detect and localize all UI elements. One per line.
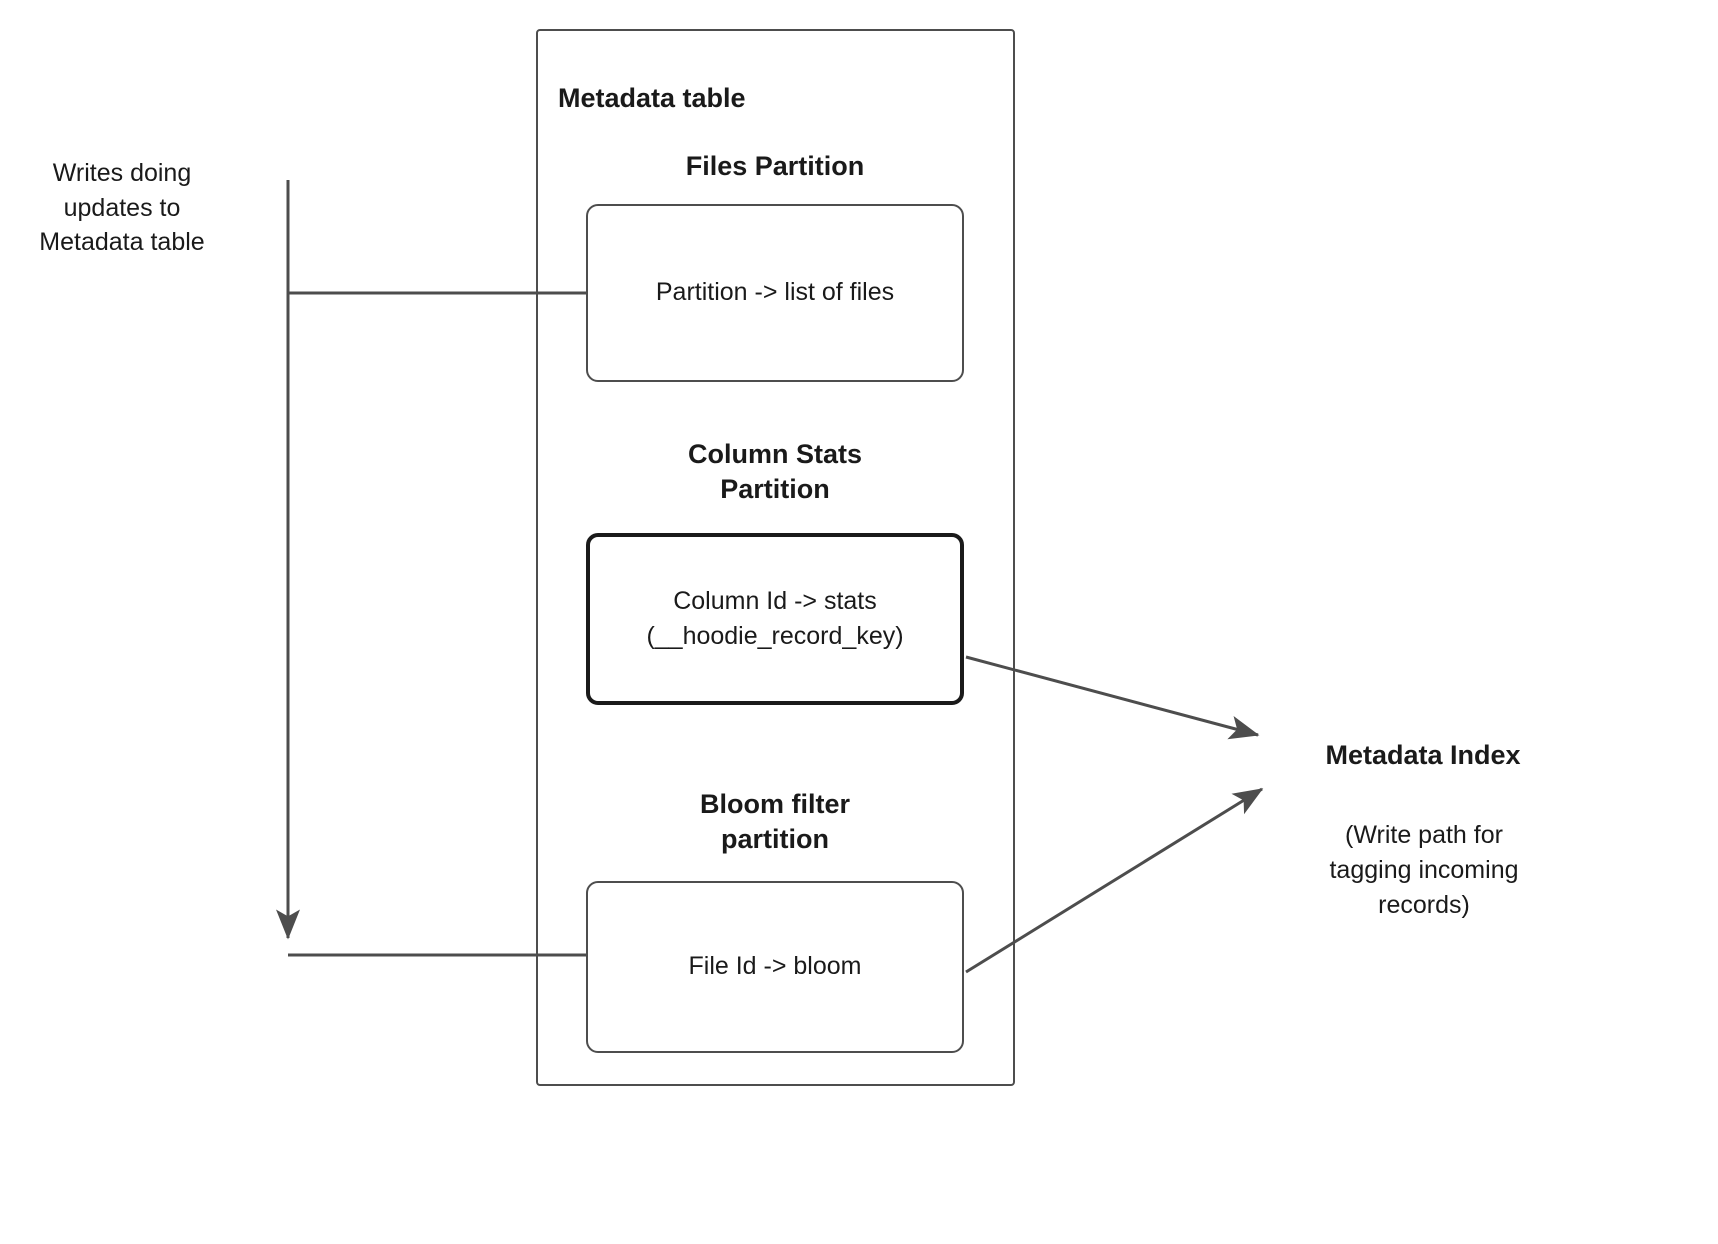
writes-updates-note: Writes doing updates to Metadata table bbox=[39, 159, 205, 256]
metadata-index-title: Metadata Index bbox=[1325, 740, 1521, 770]
bloom-filter-partition-box: File Id -> bloom bbox=[586, 881, 964, 1053]
column-stats-partition-box: Column Id -> stats (__hoodie_record_key) bbox=[586, 533, 964, 705]
metadata-table-container bbox=[536, 29, 1015, 1086]
metadata-table-title: Metadata table bbox=[558, 83, 746, 113]
column-stats-partition-box-text: Column Id -> stats (__hoodie_record_key) bbox=[646, 586, 904, 651]
metadata-index-caption: (Write path for tagging incoming records… bbox=[1329, 821, 1519, 919]
files-partition-heading: Files Partition bbox=[685, 151, 865, 181]
bloom-filter-partition-box-text: File Id -> bloom bbox=[688, 952, 862, 981]
bloom-filter-partition-heading: Bloom filter partition bbox=[699, 789, 850, 855]
files-partition-box-text: Partition -> list of files bbox=[655, 278, 895, 307]
files-partition-box: Partition -> list of files bbox=[586, 204, 964, 382]
column-stats-partition-heading: Column Stats Partition bbox=[687, 439, 862, 505]
